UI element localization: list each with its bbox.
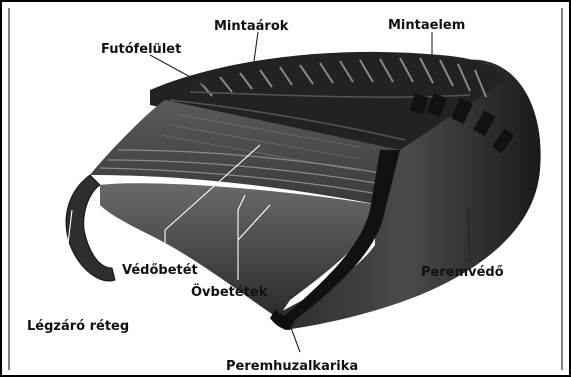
label-rim-protector: Peremvédő: [421, 265, 504, 280]
label-tread-grooves: Mintaárok: [214, 19, 289, 34]
label-tread-surface: Futófelület: [101, 42, 181, 57]
tire-illustration: [66, 52, 541, 330]
label-tread-element: Mintaelem: [388, 18, 465, 33]
label-bead-wire: Peremhuzalkarika: [226, 359, 358, 374]
label-inner-liner: Légzáró réteg: [27, 319, 129, 334]
label-protective-layer: Védőbetét: [122, 263, 198, 278]
label-belts: Övbetétek: [191, 284, 268, 300]
